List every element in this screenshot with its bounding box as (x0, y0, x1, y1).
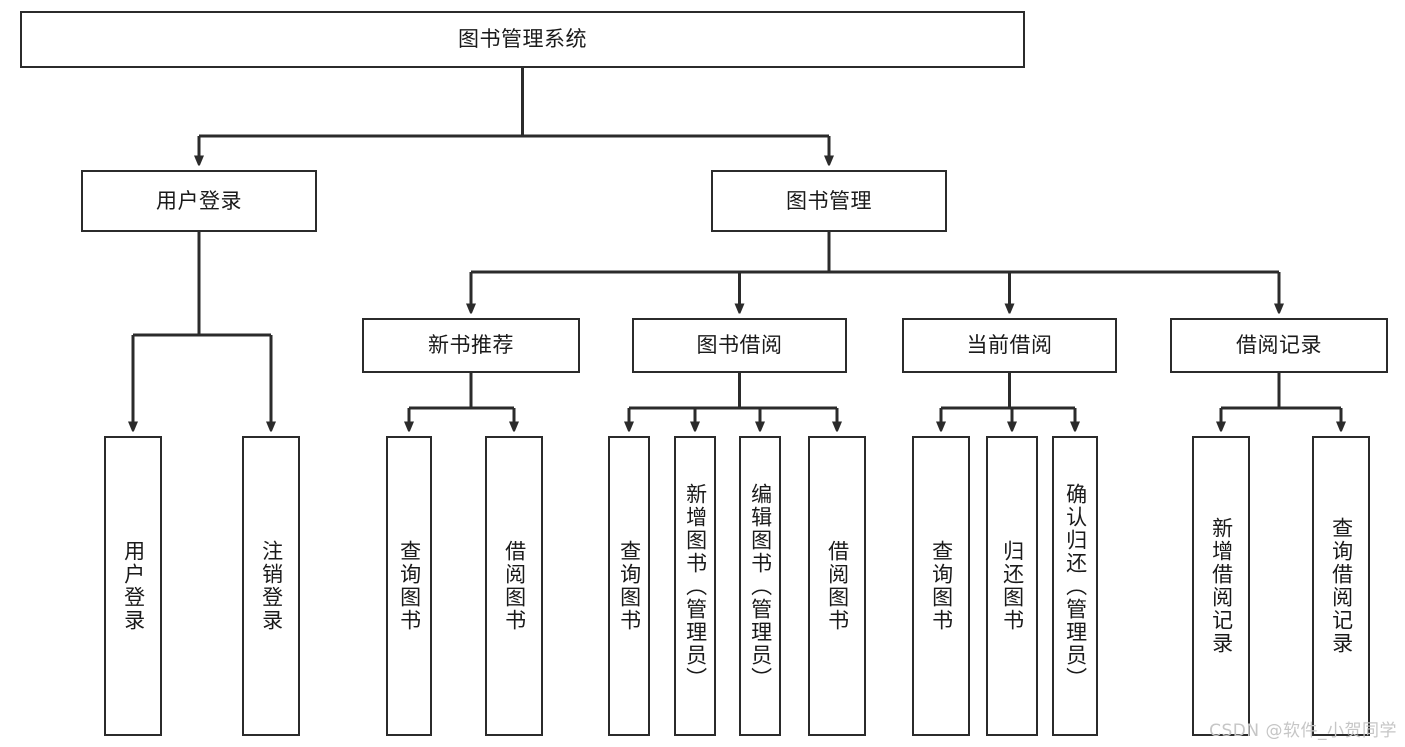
node-leaf-edit-book[interactable]: 编辑图书（管理员） (739, 436, 781, 736)
node-leaf-add-record[interactable]: 新增借阅记录 (1192, 436, 1250, 736)
node-leaf-add-book[interactable]: 新增图书（管理员） (674, 436, 716, 736)
node-label: 查询图书 (397, 540, 422, 632)
node-label: 图书借阅 (696, 333, 783, 358)
node-leaf-confirm-return[interactable]: 确认归还（管理员） (1052, 436, 1098, 736)
node-leaf-query-record[interactable]: 查询借阅记录 (1312, 436, 1370, 736)
node-label: 借阅记录 (1236, 333, 1322, 358)
node-label: 用户登录 (156, 188, 242, 213)
node-book-manage[interactable]: 图书管理 (711, 170, 947, 232)
node-label: 图书管理 (786, 188, 872, 213)
node-label: 查询图书 (617, 540, 642, 632)
node-label: 编辑图书（管理员） (748, 482, 773, 690)
node-label: 查询图书 (929, 540, 954, 632)
node-leaf-user-logout[interactable]: 注销登录 (242, 436, 300, 736)
node-leaf-query-book-1[interactable]: 查询图书 (386, 436, 432, 736)
node-leaf-query-book-2[interactable]: 查询图书 (608, 436, 650, 736)
node-current-borrow[interactable]: 当前借阅 (902, 318, 1117, 373)
node-label: 当前借阅 (966, 333, 1053, 358)
watermark: CSDN @软件_小贺同学 (1209, 721, 1397, 741)
node-leaf-return-book[interactable]: 归还图书 (986, 436, 1038, 736)
node-label: 确认归还（管理员） (1063, 482, 1088, 690)
node-label: 用户登录 (121, 540, 146, 632)
node-label: 新增借阅记录 (1209, 517, 1234, 655)
node-leaf-user-login[interactable]: 用户登录 (104, 436, 162, 736)
node-label: 借阅图书 (825, 540, 850, 632)
node-label: 归还图书 (1000, 540, 1025, 632)
node-label: 新书推荐 (428, 333, 514, 358)
node-user-login[interactable]: 用户登录 (81, 170, 317, 232)
node-label: 注销登录 (259, 540, 284, 632)
node-leaf-borrow-book-1[interactable]: 借阅图书 (485, 436, 543, 736)
node-label: 新增图书（管理员） (683, 482, 708, 690)
node-label: 图书管理系统 (458, 27, 587, 52)
node-leaf-query-book-3[interactable]: 查询图书 (912, 436, 970, 736)
node-borrow-record[interactable]: 借阅记录 (1170, 318, 1388, 373)
node-book-borrow[interactable]: 图书借阅 (632, 318, 847, 373)
node-new-book-rec[interactable]: 新书推荐 (362, 318, 580, 373)
node-label: 查询借阅记录 (1329, 517, 1354, 655)
node-label: 借阅图书 (502, 540, 527, 632)
node-root[interactable]: 图书管理系统 (20, 11, 1025, 68)
node-leaf-borrow-book-2[interactable]: 借阅图书 (808, 436, 866, 736)
